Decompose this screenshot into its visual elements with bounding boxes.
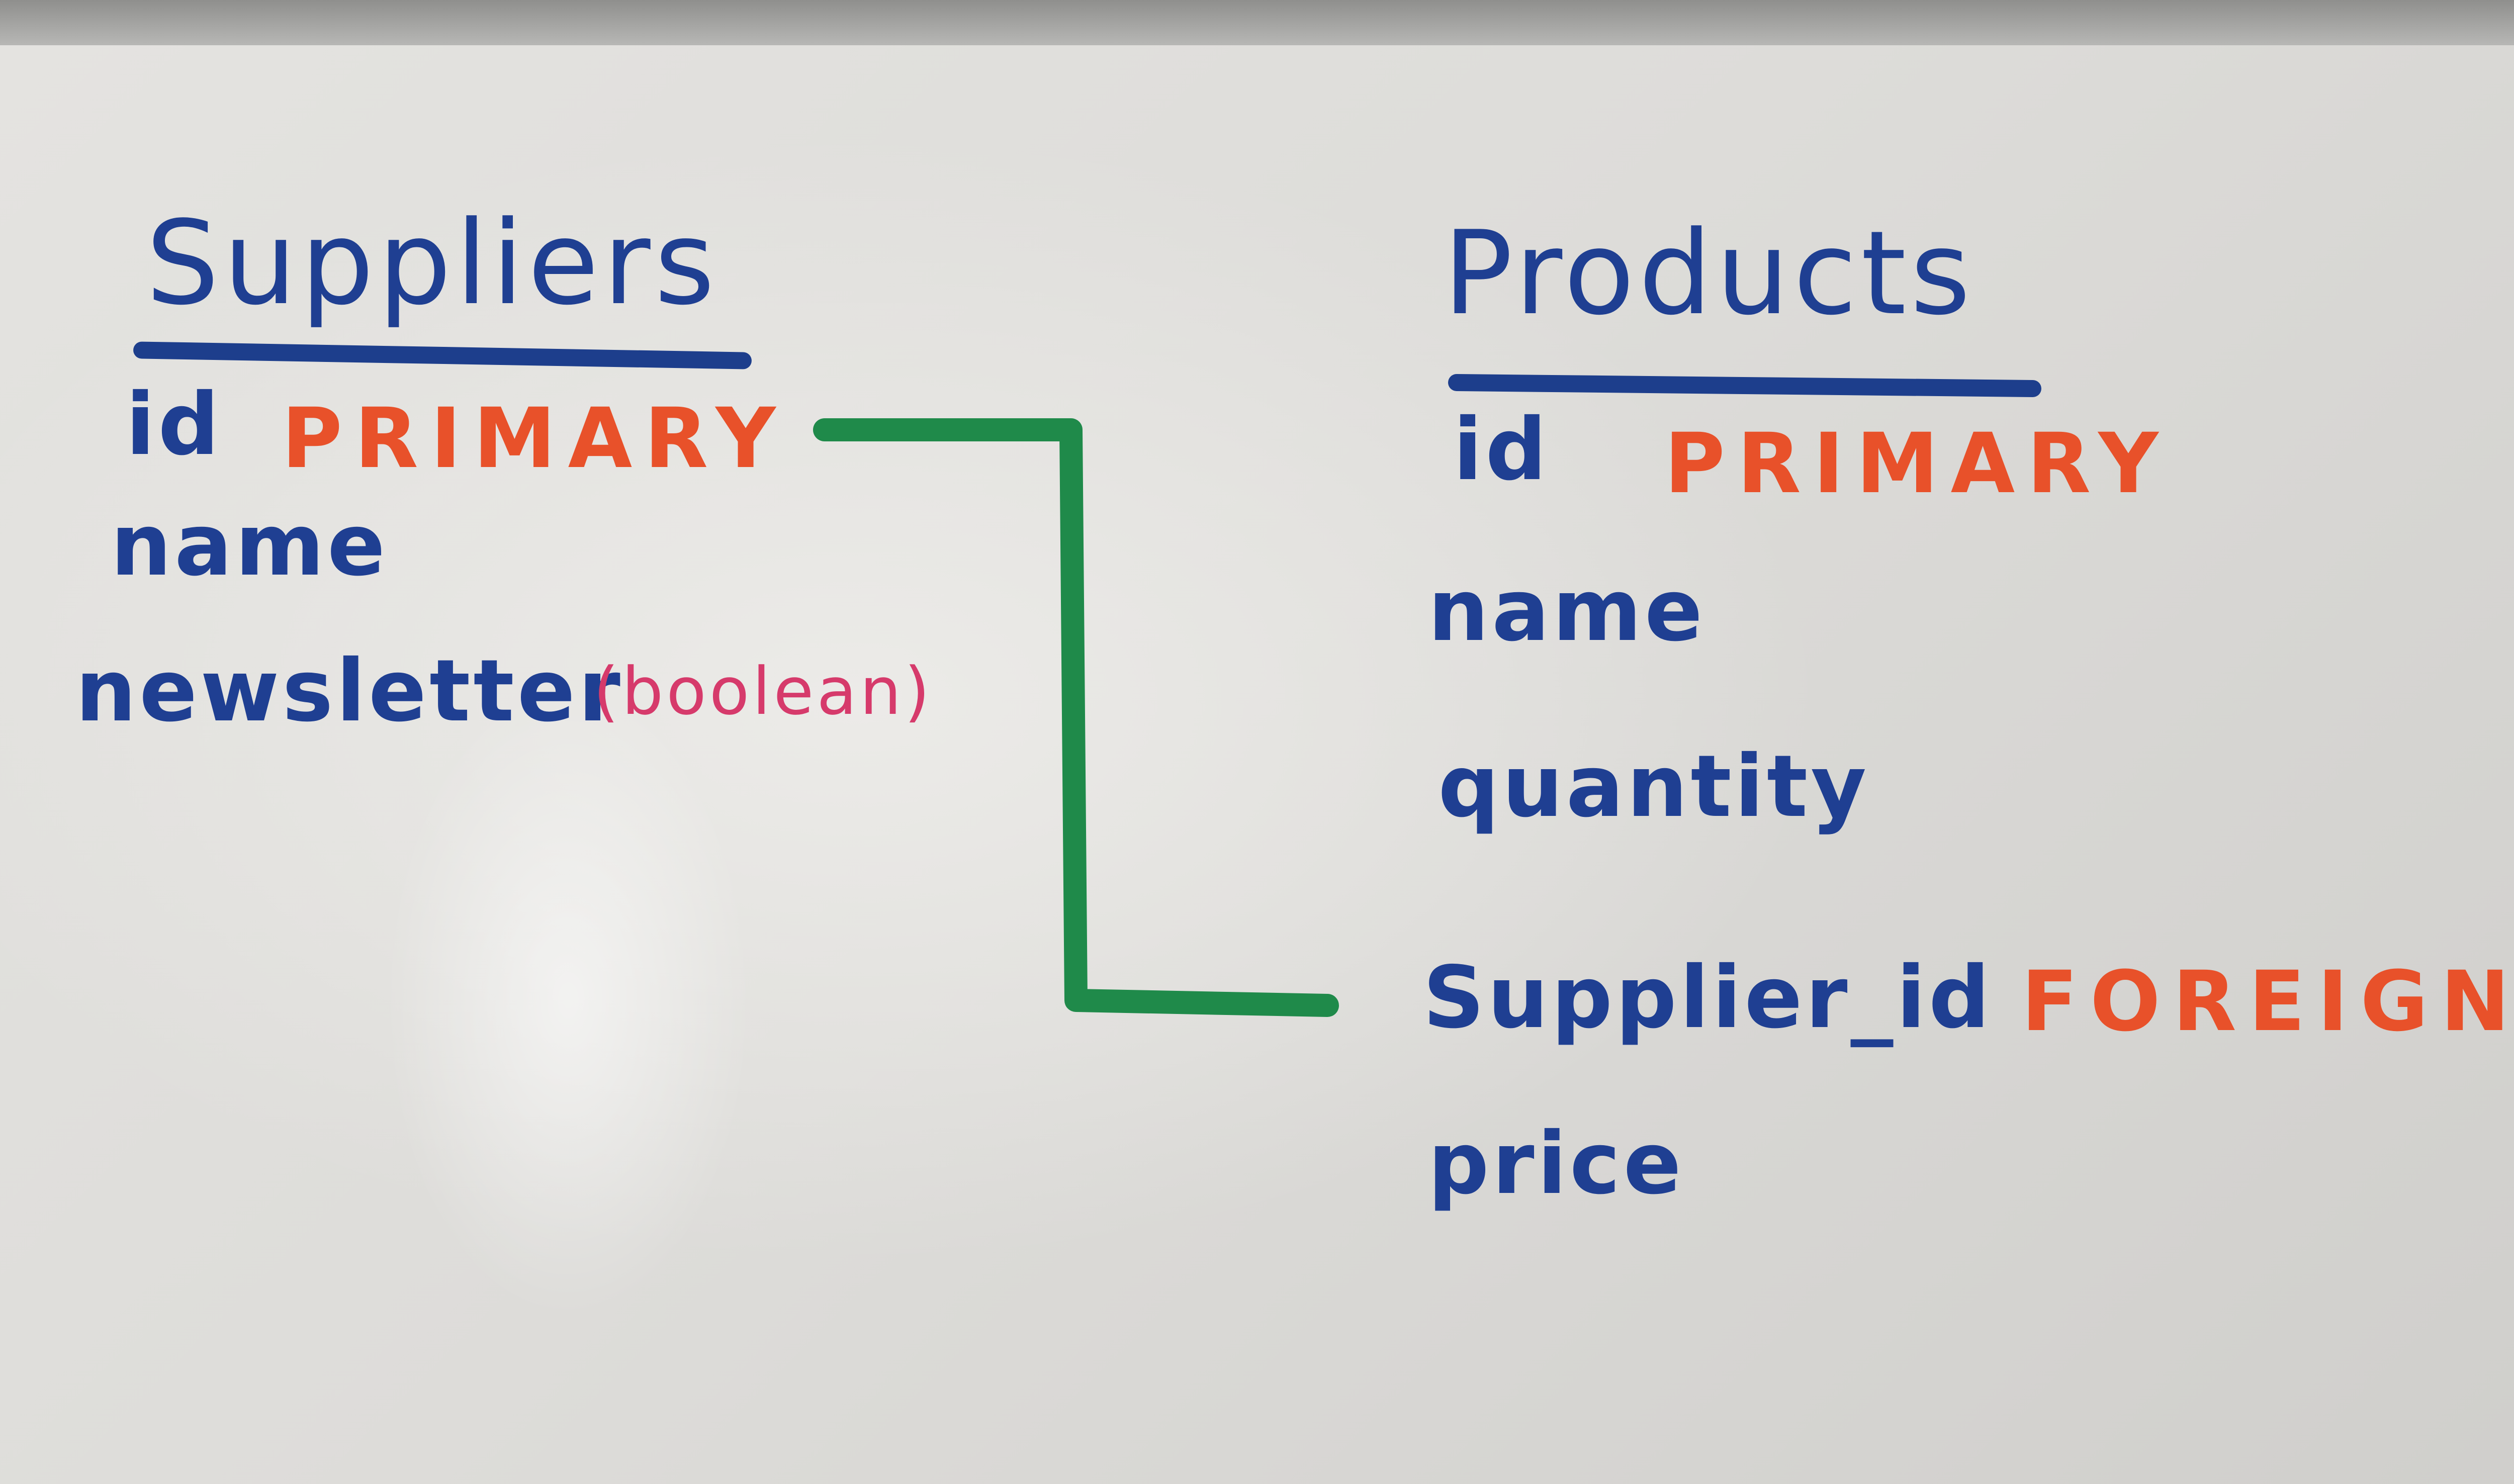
products-price-field: price: [1428, 1114, 1684, 1214]
products-supplier-id-field: Supplier_id: [1423, 948, 1993, 1048]
suppliers-to-products-link: [813, 418, 1339, 1017]
suppliers-newsletter-type: (boolean): [593, 653, 933, 729]
suppliers-id-primary-tag: PRIMARY: [282, 390, 788, 487]
whiteboard-frame: [0, 0, 2514, 45]
products-id-primary-tag: PRIMARY: [1664, 415, 2171, 512]
products-id-field: id: [1453, 400, 1550, 500]
whiteboard: [0, 45, 2514, 1484]
suppliers-title: Suppliers: [146, 197, 719, 331]
products-quantity-field: quantity: [1438, 737, 1870, 837]
products-supplier-id-foreign-tag: FOREIGN: [2021, 953, 2514, 1050]
products-title: Products: [1443, 207, 1975, 341]
suppliers-id-field: id: [126, 375, 222, 475]
products-name-field: name: [1428, 561, 1706, 661]
suppliers-newsletter-field: newsletter: [75, 641, 623, 741]
suppliers-name-field: name: [111, 496, 389, 595]
